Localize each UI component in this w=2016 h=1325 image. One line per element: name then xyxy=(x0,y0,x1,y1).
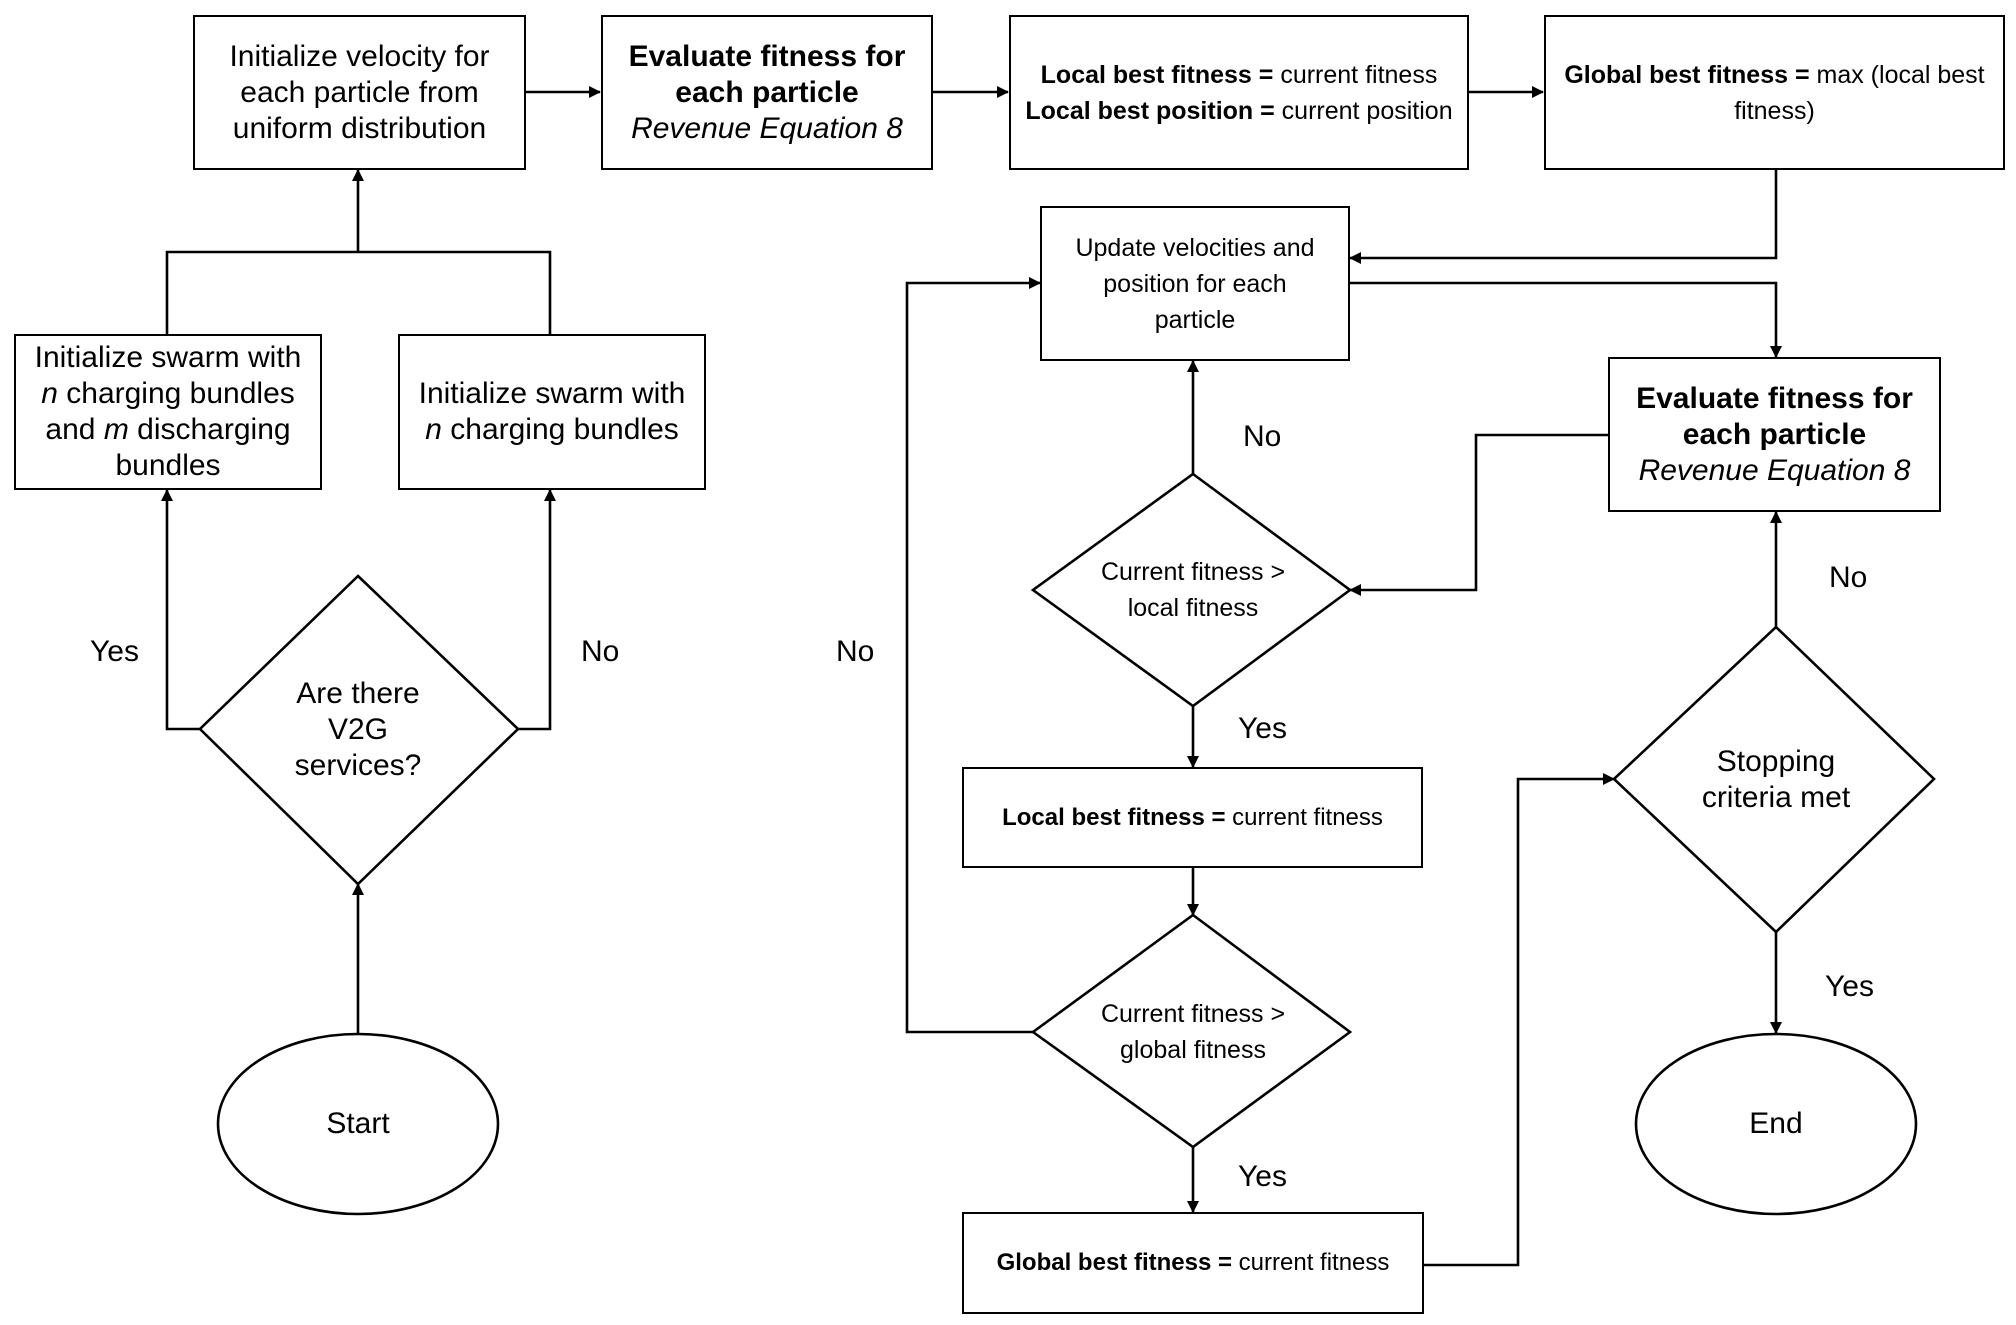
global-decision-line-2: global fitness xyxy=(1120,1036,1266,1064)
init-swarm-nov2g-line-2: n charging bundles xyxy=(425,412,679,448)
end-shape xyxy=(1634,1032,1918,1216)
init-swarm-v2g-line-4: bundles xyxy=(115,449,221,482)
v2g-decision-line-1: Are there xyxy=(296,677,420,710)
init-swarm-v2g-line-2-text: charging bundles xyxy=(57,377,295,410)
global-best-update-row: Global best fitness = current fitness xyxy=(997,1245,1390,1281)
edge-globalbest-to-update xyxy=(1349,170,1778,264)
update-velocities-line-1: Update velocities and xyxy=(1075,233,1315,262)
local-best-update-label: Local best fitness = xyxy=(1002,803,1226,831)
init-swarm-v2g-line-3: and m discharging xyxy=(45,412,290,448)
local-best-fitness-value: current fitness xyxy=(1273,60,1438,89)
stopping-decision-shape xyxy=(1612,625,1936,934)
global-best-init-box: Global best fitness = max (local best fi… xyxy=(1544,15,2005,170)
local-best-init-row-1: Local best fitness = current fitness xyxy=(1041,57,1438,93)
global-best-init-row-1: Global best fitness = max (local best xyxy=(1564,57,1984,93)
eval-fitness-top-box: Evaluate fitness for each particle Reven… xyxy=(601,15,933,170)
start-text: Start xyxy=(258,1084,458,1164)
stopping-decision-text: Stopping criteria met xyxy=(1656,735,1896,825)
global-best-update-value: current fitness xyxy=(1232,1249,1390,1276)
init-swarm-v2g-box: Initialize swarm with n charging bundles… xyxy=(14,334,322,490)
eval-fitness-right-subtitle: Revenue Equation 8 xyxy=(1638,453,1911,487)
global-decision-shape xyxy=(1030,913,1353,1149)
global-best-fitness-value: max (local best xyxy=(1809,60,1985,89)
edge-globalupdate-to-stopping xyxy=(1424,773,1615,1267)
edge-evalright-to-localdecision xyxy=(1349,433,1608,596)
end-text: End xyxy=(1676,1084,1876,1164)
update-velocities-line-3: particle xyxy=(1154,305,1236,334)
local-decision-text: Current fitness > local fitness xyxy=(1073,545,1313,635)
local-no-label: No xyxy=(1243,420,1282,453)
local-decision-line-1: Current fitness > xyxy=(1100,558,1286,586)
init-swarm-nov2g-line-1: Initialize swarm with xyxy=(418,377,686,410)
local-best-update-box: Local best fitness = current fitness xyxy=(962,767,1423,868)
local-yes-label: Yes xyxy=(1238,712,1287,745)
stop-yes-label: Yes xyxy=(1825,970,1874,1003)
local-best-position-label: Local best position = xyxy=(1025,96,1275,125)
global-no-label: No xyxy=(836,635,875,668)
edge-v2g-yes xyxy=(161,489,200,731)
stop-no-label: No xyxy=(1829,561,1868,594)
local-best-update-value: current fitness xyxy=(1225,803,1383,831)
local-best-init-row-2: Local best position = current position xyxy=(1025,93,1452,129)
local-decision-line-2: local fitness xyxy=(1127,594,1259,622)
init-swarm-nov2g-line-2-text: charging bundles xyxy=(441,413,679,446)
global-best-fitness-label: Global best fitness = xyxy=(1564,60,1810,89)
edge-update-to-evalright xyxy=(1350,281,1782,358)
local-best-update-row: Local best fitness = current fitness xyxy=(1002,800,1383,836)
var-m: m xyxy=(103,413,129,446)
init-velocity-box: Initialize velocity for each particle fr… xyxy=(193,15,526,170)
local-best-position-value: current position xyxy=(1274,96,1453,125)
edge-global-no xyxy=(905,277,1041,1034)
local-best-fitness-label: Local best fitness = xyxy=(1040,60,1274,89)
init-swarm-v2g-line-1: Initialize swarm with xyxy=(34,341,302,374)
init-velocity-line-1: Initialize velocity for xyxy=(229,39,490,73)
end-label: End xyxy=(1749,1107,1803,1140)
var-n: n xyxy=(41,377,58,410)
init-swarm-nov2g-box: Initialize swarm with n charging bundles xyxy=(398,334,706,490)
eval-fitness-right-title-2: each particle xyxy=(1682,417,1867,451)
eval-fitness-top-title-1: Evaluate fitness for xyxy=(628,39,906,73)
global-best-init-row-2: fitness) xyxy=(1734,96,1815,125)
stopping-decision-line-1: Stopping xyxy=(1716,745,1836,778)
v2g-decision-text: Are there V2G services? xyxy=(230,650,486,810)
init-velocity-line-2: each particle from xyxy=(240,75,479,109)
update-velocities-line-2: position for each xyxy=(1103,269,1287,298)
global-decision-line-1: Current fitness > xyxy=(1100,1000,1286,1028)
stopping-decision-line-2: criteria met xyxy=(1701,781,1851,814)
global-decision-text: Current fitness > global fitness xyxy=(1073,987,1313,1077)
edge-init-left-merge xyxy=(165,250,552,334)
eval-fitness-right-title-1: Evaluate fitness for xyxy=(1636,381,1913,415)
update-velocities-box: Update velocities and position for each … xyxy=(1040,206,1350,361)
v2g-decision-line-2: V2G xyxy=(327,713,389,746)
init-swarm-v2g-line-3-b: discharging xyxy=(128,413,291,446)
eval-fitness-right-box: Evaluate fitness for each particle Reven… xyxy=(1608,357,1941,512)
v2g-decision-shape xyxy=(198,574,520,886)
local-decision-shape xyxy=(1030,472,1353,708)
var-n-2: n xyxy=(425,413,442,446)
start-label: Start xyxy=(326,1107,390,1140)
v2g-no-label: No xyxy=(581,635,620,668)
init-swarm-v2g-line-3-a: and xyxy=(45,413,104,446)
v2g-yes-label: Yes xyxy=(90,635,139,668)
v2g-decision-line-3: services? xyxy=(294,749,422,782)
global-yes-label: Yes xyxy=(1238,1160,1287,1193)
global-best-update-box: Global best fitness = current fitness xyxy=(962,1212,1424,1314)
start-shape xyxy=(216,1032,500,1216)
init-velocity-line-3: uniform distribution xyxy=(232,111,487,145)
eval-fitness-top-subtitle: Revenue Equation 8 xyxy=(631,111,903,145)
init-swarm-v2g-line-2: n charging bundles xyxy=(41,376,295,412)
eval-fitness-top-title-2: each particle xyxy=(675,75,859,109)
local-best-init-box: Local best fitness = current fitness Loc… xyxy=(1009,15,1469,170)
global-best-update-label: Global best fitness = xyxy=(996,1249,1232,1276)
edge-v2g-no xyxy=(518,489,556,731)
